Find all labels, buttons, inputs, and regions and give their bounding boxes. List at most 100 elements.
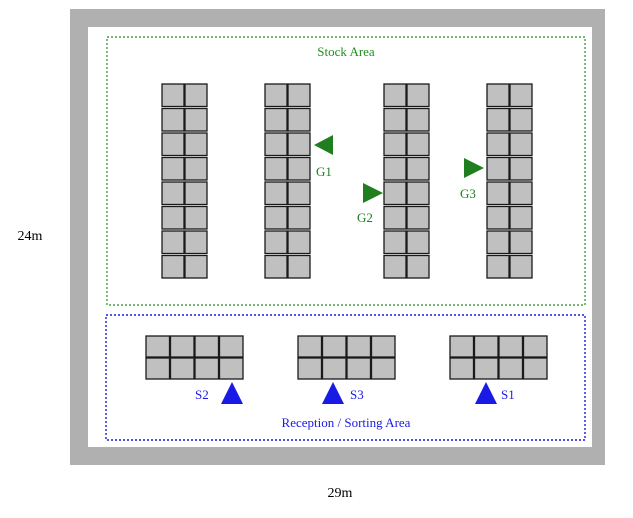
stock-rack-cell (184, 181, 208, 206)
sorting-racks (145, 335, 548, 380)
sorting-area-label: Reception / Sorting Area (282, 415, 411, 430)
stock-rack-cell (406, 181, 430, 206)
stock-rack-cell (486, 156, 510, 181)
stock-rack-cell (383, 230, 407, 255)
stock-rack-cell (383, 205, 407, 230)
sorting-rack-cell (297, 335, 323, 358)
stock-rack-cell (161, 107, 185, 132)
stock-rack-cell (184, 107, 208, 132)
stock-rack-cell (264, 254, 288, 279)
station-s2-label: S2 (195, 387, 209, 402)
stock-rack-cell (486, 83, 510, 108)
sorting-rack-cell (449, 357, 475, 380)
stock-rack-cell (287, 83, 311, 108)
stock-rack-cell (486, 230, 510, 255)
stock-rack-cell (184, 132, 208, 157)
stock-rack-cell (406, 205, 430, 230)
sorting-rack-cell (522, 335, 548, 358)
stock-rack-cell (287, 107, 311, 132)
stock-rack-cell (406, 107, 430, 132)
sorting-rack-cell (297, 357, 323, 380)
stock-rack-cell (264, 205, 288, 230)
sorting-rack-cell (522, 357, 548, 380)
stock-rack-cell (509, 230, 533, 255)
sorting-rack-cell (169, 335, 195, 358)
stock-rack-cell (383, 254, 407, 279)
sorting-rack-cell (370, 357, 396, 380)
stock-rack-cell (509, 254, 533, 279)
stock-rack-cell (184, 254, 208, 279)
sorting-area-boundary (105, 314, 586, 441)
sorting-rack-cell (218, 335, 244, 358)
stock-area-boundary (106, 36, 586, 306)
station-s1-label: S1 (501, 387, 515, 402)
stock-rack-cell (406, 254, 430, 279)
stock-rack-cell (161, 83, 185, 108)
stock-rack-cell (509, 156, 533, 181)
sorting-rack-cell (194, 357, 220, 380)
gate-g2-marker (363, 183, 383, 203)
stock-rack-cell (264, 132, 288, 157)
gate-g3-label: G3 (460, 186, 476, 201)
station-s3-label: S3 (350, 387, 364, 402)
sorting-rack-cell (218, 357, 244, 380)
stock-rack-cell (406, 230, 430, 255)
sorting-rack-cell (473, 335, 499, 358)
sorting-rack-cell (346, 335, 372, 358)
sorting-rack-cell (498, 357, 524, 380)
stock-rack-cell (406, 132, 430, 157)
stock-rack-cell (486, 132, 510, 157)
sorting-rack-cell (449, 335, 475, 358)
stock-rack-cell (287, 254, 311, 279)
stock-rack-cell (406, 156, 430, 181)
sorting-rack-cell (145, 357, 171, 380)
stock-rack-cell (264, 181, 288, 206)
stock-rack-cell (161, 230, 185, 255)
stock-rack-cell (264, 156, 288, 181)
stock-rack-cell (161, 254, 185, 279)
stock-area-label: Stock Area (317, 44, 375, 59)
stock-rack-cell (161, 156, 185, 181)
stock-rack-cell (184, 83, 208, 108)
stock-rack-cell (383, 181, 407, 206)
stock-rack-cell (264, 83, 288, 108)
stock-rack-cell (486, 254, 510, 279)
stock-rack-cell (264, 230, 288, 255)
stock-rack-cell (161, 132, 185, 157)
width-dimension-label: 29m (328, 486, 353, 501)
stock-rack-cell (184, 205, 208, 230)
sorting-rack-cell (145, 335, 171, 358)
stock-rack-cell (486, 205, 510, 230)
gate-g3-marker (464, 158, 484, 178)
station-s1-marker (475, 382, 497, 404)
stock-rack-cell (383, 156, 407, 181)
stock-rack-cell (287, 156, 311, 181)
stock-racks (161, 83, 533, 279)
sorting-rack-cell (321, 357, 347, 380)
gate-g2-label: G2 (357, 210, 373, 225)
height-dimension-label: 24m (18, 229, 43, 244)
stock-rack-cell (287, 230, 311, 255)
stock-rack-cell (287, 132, 311, 157)
stock-rack-cell (264, 107, 288, 132)
stock-rack-cell (383, 83, 407, 108)
sorting-rack-cell (169, 357, 195, 380)
sorting-rack-cell (321, 335, 347, 358)
station-s3-marker (322, 382, 344, 404)
sorting-rack-cell (370, 335, 396, 358)
stock-rack-cell (509, 132, 533, 157)
stock-rack-cell (406, 83, 430, 108)
stock-rack-cell (184, 230, 208, 255)
stock-rack-cell (184, 156, 208, 181)
stock-rack-cell (383, 132, 407, 157)
stock-rack-cell (383, 107, 407, 132)
sorting-rack-cell (498, 335, 524, 358)
stock-rack-cell (161, 181, 185, 206)
station-s2-marker (221, 382, 243, 404)
stock-rack-cell (509, 181, 533, 206)
stock-rack-cell (486, 107, 510, 132)
sorting-rack-cell (194, 335, 220, 358)
stock-rack-cell (486, 181, 510, 206)
stock-rack-cell (509, 107, 533, 132)
